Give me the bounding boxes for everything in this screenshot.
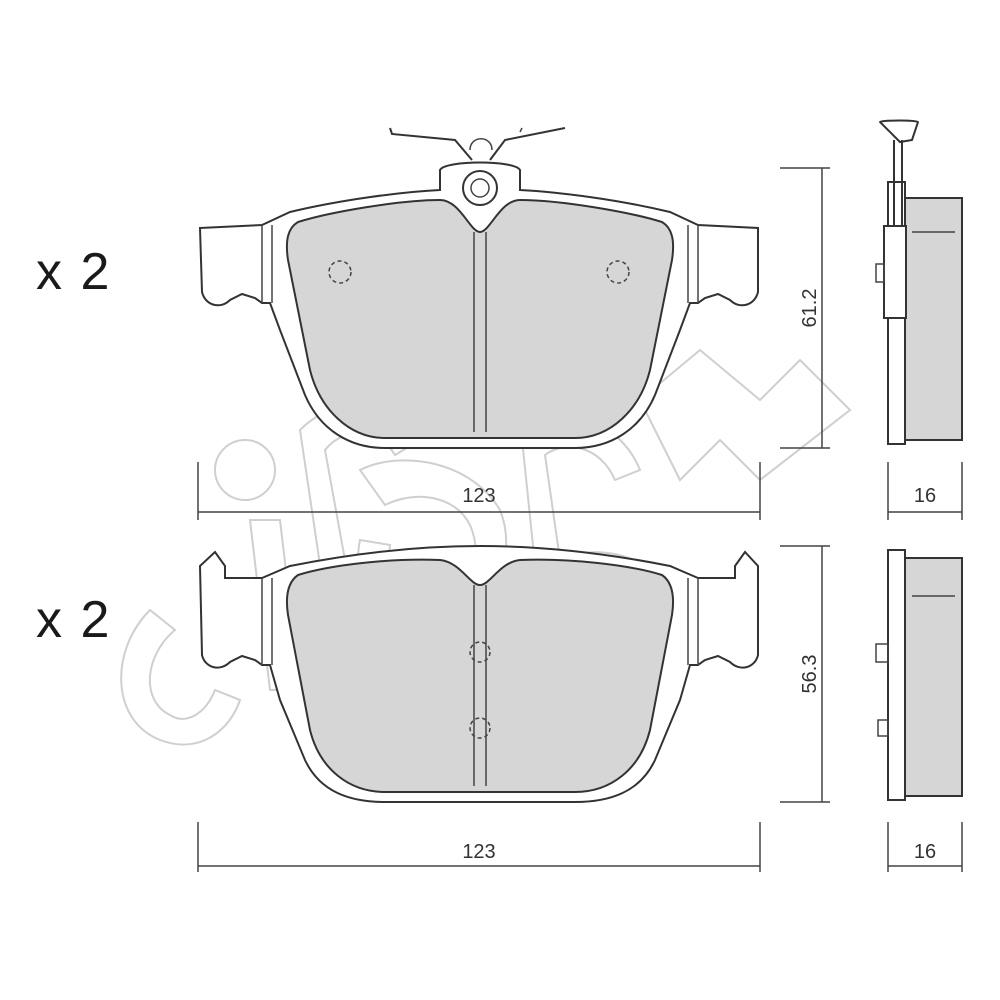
thickness-label-bottom: 16 (914, 841, 936, 863)
thickness-label-top: 16 (914, 485, 936, 507)
dimension-width-top: 123 (197, 462, 761, 520)
width-label-bottom: 123 (462, 841, 495, 863)
pad-top-front-view (198, 127, 759, 449)
height-label-top: 61.2 (799, 289, 821, 328)
pad-bottom-front-view (198, 544, 759, 803)
height-label-bottom: 56.3 (799, 655, 821, 694)
wear-sensor-icon (389, 127, 566, 161)
dimension-thickness-bottom: 16 (887, 822, 963, 872)
dimension-height-top: 61.2 (780, 167, 830, 449)
dimension-width-bottom: 123 (197, 822, 761, 872)
dimension-thickness-top: 16 (887, 462, 963, 520)
quantity-label-bottom: x 2 (36, 591, 112, 649)
pad-bottom-side-view (875, 549, 963, 801)
width-label-top: 123 (462, 485, 495, 507)
pad-top-side-view (875, 119, 963, 445)
dimension-height-bottom: 56.3 (780, 545, 830, 803)
quantity-label-top: x 2 (36, 243, 112, 301)
